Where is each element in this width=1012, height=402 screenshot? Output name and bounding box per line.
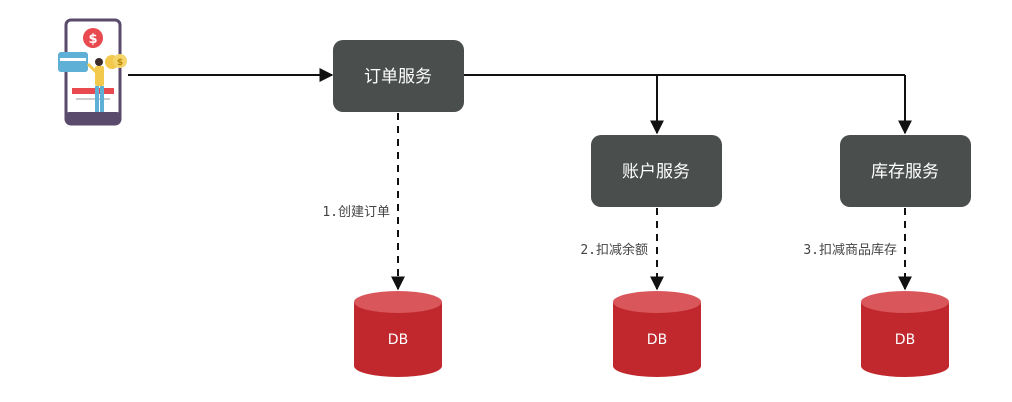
svg-text:$: $ <box>117 58 123 68</box>
inventory-db-label: DB <box>895 332 915 348</box>
mobile-payment-icon: $ $ <box>58 18 127 126</box>
order-db-label: DB <box>388 332 408 348</box>
account-db: DB <box>613 291 701 377</box>
svg-text:$: $ <box>88 32 97 47</box>
order-service: 订单服务 <box>333 40 464 112</box>
account-service-label: 账户服务 <box>622 162 690 182</box>
inventory-db: DB <box>861 291 949 377</box>
inventory-service-label: 库存服务 <box>871 162 939 182</box>
step-create-order: 1.创建订单 <box>322 205 390 220</box>
order-db: DB <box>354 291 442 377</box>
step-deduct-stock: 3.扣减商品库存 <box>803 242 897 258</box>
order-service-label: 订单服务 <box>364 67 432 87</box>
inventory-service: 库存服务 <box>840 135 971 207</box>
account-service: 账户服务 <box>591 135 722 207</box>
step-deduct-balance: 2.扣减余额 <box>580 242 648 258</box>
account-db-label: DB <box>647 332 667 348</box>
